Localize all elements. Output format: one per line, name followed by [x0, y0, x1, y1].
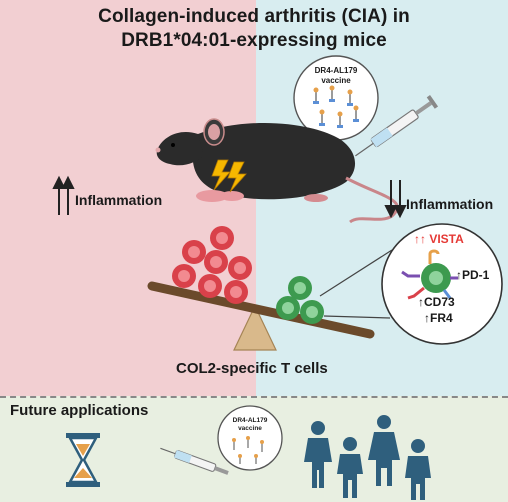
up-arrows-icon — [52, 175, 75, 215]
vaccine-molecule-icon — [315, 88, 357, 126]
vaccine-bubble-small — [217, 405, 283, 471]
down-arrows-icon — [384, 180, 407, 219]
pd1-marker-label: ↑PD-1 — [456, 268, 489, 282]
effector-cell — [224, 280, 248, 304]
fr4-marker-label: ↑FR4 — [424, 311, 453, 325]
regulatory-cell — [276, 296, 300, 320]
up-arrow-icon: ↑↑ — [414, 232, 426, 246]
regulatory-t-cells — [276, 276, 324, 324]
callout-line-top — [319, 249, 393, 297]
left-inflammation-label: Inflammation — [75, 192, 163, 208]
lightning-icon — [211, 159, 247, 193]
vista-receptor-icon — [428, 249, 440, 264]
mouse-icon — [155, 118, 399, 224]
callout-line-bottom — [323, 315, 391, 319]
balance-caption: COL2-specific T cells — [176, 360, 328, 377]
cd73-text: CD73 — [424, 295, 455, 309]
person-icon — [368, 415, 400, 486]
person-icon — [405, 439, 431, 500]
vaccine-label-line-1: DR4-AL179 — [314, 66, 358, 75]
effector-cell — [228, 256, 252, 280]
vaccine-label-line-2: vaccine — [321, 76, 351, 85]
up-arrow-icon: ↑ — [456, 268, 462, 282]
balance-scale — [147, 281, 375, 351]
person-icon — [337, 437, 363, 498]
up-arrow-icon: ↑ — [424, 311, 430, 325]
fr4-receptor-icon — [442, 289, 452, 299]
effector-t-cells — [172, 226, 252, 304]
regulatory-cell — [288, 276, 312, 300]
up-arrow-icon: ↑ — [418, 295, 424, 309]
section-divider — [0, 396, 508, 398]
title-line-1: Collagen-induced arthritis (CIA) in — [98, 6, 410, 27]
effector-cell — [172, 264, 196, 288]
pd1-receptor-icon — [401, 270, 458, 280]
pd1-text: PD-1 — [462, 268, 490, 282]
syringe-icon — [355, 95, 439, 157]
regulatory-cell — [300, 300, 324, 324]
right-inflammation-label: Inflammation — [406, 196, 494, 212]
effector-cell — [182, 240, 206, 264]
fr4-text: FR4 — [430, 311, 453, 325]
vaccine-label-small-line-1: DR4-AL179 — [232, 417, 268, 424]
vaccine-bubble — [293, 55, 379, 141]
cd73-receptor-icon — [407, 286, 425, 300]
vista-text: VISTA — [429, 232, 464, 246]
vista-marker-label: ↑↑ VISTA — [414, 232, 464, 246]
cd73-marker-label: ↑CD73 — [418, 295, 455, 309]
future-applications-label: Future applications — [10, 402, 149, 419]
effector-cell — [210, 226, 234, 250]
syringe-icon — [160, 447, 229, 475]
effector-cell — [198, 274, 222, 298]
people-group — [304, 415, 431, 500]
effector-cell — [204, 250, 228, 274]
vaccine-label-small-line-2: vaccine — [238, 425, 262, 432]
treg-detail-bubble — [381, 223, 503, 345]
person-icon — [304, 421, 332, 488]
title-line-2: DRB1*04:01-expressing mice — [121, 30, 387, 51]
hourglass-icon — [66, 433, 100, 487]
